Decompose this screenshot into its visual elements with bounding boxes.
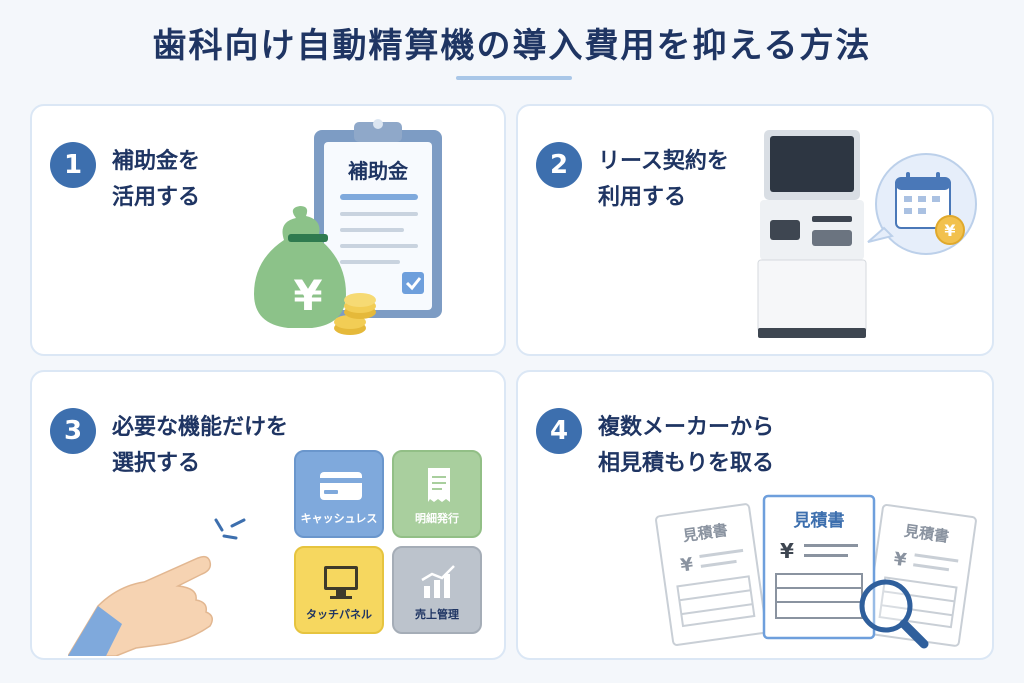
card-quotes: 4 複数メーカーから 相見積もりを取る 見積書 ¥ 見積書 ¥ 見積書 ¥ bbox=[516, 370, 994, 660]
monitor-icon bbox=[324, 566, 358, 599]
feature-label: 売上管理 bbox=[415, 608, 459, 621]
bag-yen: ¥ bbox=[293, 271, 322, 320]
heading-line: 利用する bbox=[598, 185, 687, 210]
credit-card-icon bbox=[320, 472, 362, 500]
card-heading: 必要な機能だけを 選択する bbox=[112, 410, 288, 482]
feature-tile-sales: 売上管理 bbox=[392, 546, 482, 634]
quote-document: 見積書 ¥ bbox=[864, 504, 977, 647]
heading-line: 活用する bbox=[112, 185, 201, 210]
quote-document: 見積書 ¥ bbox=[655, 503, 768, 646]
heading-line: 補助金を bbox=[112, 149, 201, 174]
step-number: 3 bbox=[50, 408, 96, 454]
quote-yen: ¥ bbox=[780, 539, 794, 563]
heading-line: 必要な機能だけを bbox=[112, 415, 289, 440]
step-number: 4 bbox=[536, 408, 582, 454]
feature-tile-touchpanel: タッチパネル bbox=[294, 546, 384, 634]
magnifier-icon bbox=[859, 579, 929, 649]
coins-icon bbox=[334, 293, 376, 335]
subsidy-illustration: 補助金 ¥ bbox=[254, 119, 442, 335]
money-bag-icon: ¥ bbox=[254, 206, 346, 328]
heading-line: リース契約を bbox=[598, 149, 729, 174]
calendar-icon bbox=[895, 172, 951, 229]
quotes-illustration: 見積書 ¥ 見積書 ¥ 見積書 ¥ bbox=[655, 494, 977, 649]
checkbox-icon bbox=[402, 272, 424, 294]
feature-label: 明細発行 bbox=[415, 512, 459, 525]
feature-label: キャッシュレス bbox=[300, 512, 378, 525]
feature-tile-receipt: 明細発行 bbox=[392, 450, 482, 538]
lease-illustration: ¥ bbox=[757, 130, 977, 338]
step-number: 2 bbox=[536, 142, 582, 188]
card-heading: 補助金を 活用する bbox=[112, 144, 200, 216]
coin-yen: ¥ bbox=[944, 221, 955, 240]
title-underline bbox=[456, 76, 572, 80]
quote-document-highlighted: 見積書 ¥ bbox=[762, 494, 876, 640]
quote-yen: ¥ bbox=[892, 549, 908, 572]
document-label: 補助金 bbox=[347, 159, 409, 183]
pointing-hand-icon bbox=[68, 518, 246, 656]
feature-label: タッチパネル bbox=[306, 608, 372, 621]
card-heading: リース契約を 利用する bbox=[598, 144, 729, 216]
page-title: 歯科向け自動精算機の導入費用を抑える方法 bbox=[152, 26, 872, 66]
heading-line: 相見積もりを取る bbox=[598, 451, 775, 476]
card-lease: 2 リース契約を 利用する ¥ bbox=[516, 104, 994, 356]
payment-kiosk-icon bbox=[757, 130, 867, 338]
card-heading: 複数メーカーから 相見積もりを取る bbox=[598, 410, 774, 482]
quote-yen: ¥ bbox=[679, 554, 695, 577]
quote-label: 見積書 bbox=[793, 510, 845, 531]
feature-tile-cashless: キャッシュレス bbox=[294, 450, 384, 538]
heading-line: 複数メーカーから bbox=[598, 415, 775, 440]
receipt-icon bbox=[428, 468, 450, 502]
clipboard-icon: 補助金 bbox=[314, 119, 442, 318]
heading-line: 選択する bbox=[112, 451, 201, 476]
bar-chart-icon bbox=[421, 565, 455, 598]
card-select-features: 3 必要な機能だけを 選択する キャッシュレス 明細発行 タッチパネル bbox=[30, 370, 506, 660]
step-number: 1 bbox=[50, 142, 96, 188]
card-subsidy: 1 補助金を 活用する 補助金 ¥ bbox=[30, 104, 506, 356]
yen-coin-icon: ¥ bbox=[935, 215, 965, 245]
